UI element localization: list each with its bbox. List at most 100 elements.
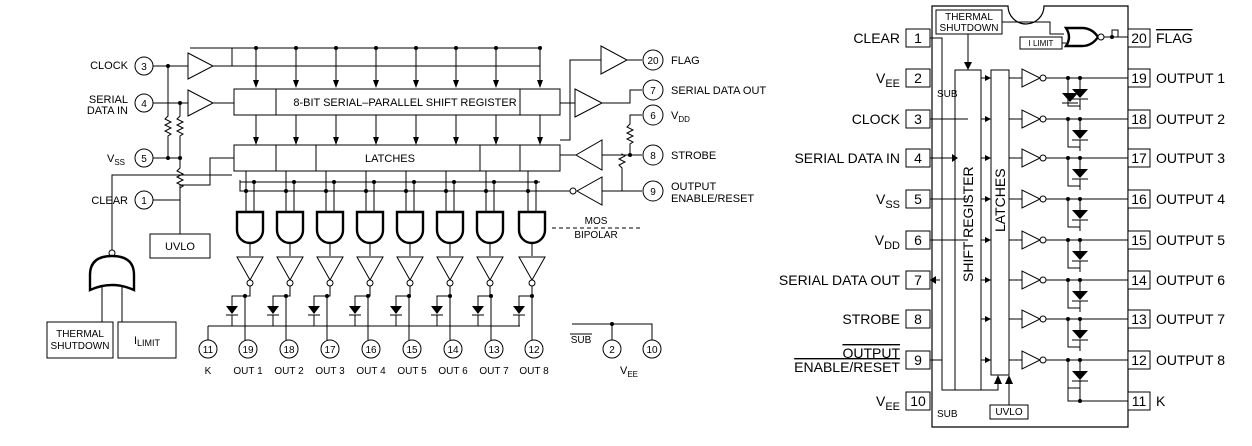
svg-text:1: 1 — [914, 30, 922, 46]
svg-text:5: 5 — [914, 191, 922, 207]
pinout-diagram: THERMAL SHUTDOWN I LIMIT SHIFT REGISTER … — [779, 5, 1225, 428]
output-inverter — [236, 256, 264, 282]
output-channel-7 — [472, 171, 505, 340]
output-inverter — [356, 256, 384, 282]
output-inverter — [396, 256, 424, 282]
svg-text:12: 12 — [528, 345, 540, 356]
svg-text:13: 13 — [488, 345, 500, 356]
output-inverter — [316, 256, 344, 282]
and-gate — [517, 210, 547, 245]
svg-text:6: 6 — [914, 232, 922, 248]
pinout-channel-3 — [981, 148, 1128, 190]
pinout-channel-4 — [981, 189, 1128, 231]
and-gate — [315, 210, 345, 245]
svg-text:8: 8 — [650, 151, 656, 162]
output-inverter — [436, 256, 464, 282]
pin-label-vdd: VDD — [671, 110, 690, 124]
sub-label-right-1: SUB — [937, 89, 958, 100]
package-pin-label: SERIAL DATA IN — [794, 150, 900, 166]
pinout-channel-7 — [981, 309, 1128, 351]
package-pin-label: OUTPUT 3 — [1156, 150, 1225, 166]
output-channel-3 — [308, 171, 345, 340]
mos-label: MOS — [585, 216, 608, 227]
package-pin-label: OUTPUT 2 — [1156, 111, 1225, 127]
ilimit-label-right: I LIMIT — [1029, 39, 1054, 48]
pinout-channel-2 — [981, 109, 1128, 151]
package-pin-label: OUTPUT — [842, 345, 900, 361]
package-pin-label: STROBE — [842, 311, 900, 327]
output-inverter — [476, 256, 504, 282]
package-pin-label: CLOCK — [852, 111, 901, 127]
pin-label-strobe: STROBE — [671, 150, 716, 162]
pin-label-enable-reset: ENABLE/RESET — [671, 193, 754, 205]
package-pin-left-5: 5 VSS — [876, 189, 931, 211]
svg-text:4: 4 — [141, 99, 147, 110]
svg-text:9: 9 — [914, 352, 922, 368]
package-pin-label: OUTPUT 4 — [1156, 191, 1225, 207]
bottom-pin-label: OUT 6 — [438, 366, 468, 377]
package-pin-right-18: 18 OUTPUT 2 — [1127, 109, 1225, 129]
svg-text:15: 15 — [1131, 232, 1147, 248]
clock-buffer — [187, 52, 215, 80]
svg-text:6: 6 — [650, 111, 656, 122]
pin-circle-5: 5 — [134, 148, 154, 168]
and-gate — [235, 210, 265, 245]
svg-text:ENABLE/RESET: ENABLE/RESET — [794, 359, 900, 375]
bottom-pin-label: OUT 8 — [519, 366, 549, 377]
pin-label-clear: CLEAR — [91, 195, 128, 207]
bottom-pin-label: OUT 5 — [397, 366, 427, 377]
svg-text:14: 14 — [1131, 272, 1147, 288]
svg-text:16: 16 — [1131, 191, 1147, 207]
package-pin-label: OUTPUT 5 — [1156, 232, 1225, 248]
svg-text:15: 15 — [406, 345, 418, 356]
svg-text:7: 7 — [650, 86, 656, 97]
pin-circle-8: 8 — [642, 144, 664, 166]
svg-text:3: 3 — [141, 62, 147, 73]
enable-buffer — [575, 176, 603, 206]
pinout-inverter — [1021, 68, 1042, 88]
package-pin-label: OUTPUT 7 — [1156, 311, 1225, 327]
pin-label-serial: SERIAL — [89, 94, 128, 106]
output-channel-4 — [349, 171, 385, 340]
pin-circle-9: 9 — [642, 180, 664, 202]
svg-text:18: 18 — [283, 345, 295, 356]
svg-text:5: 5 — [141, 154, 147, 165]
pinout-channel-1 — [981, 68, 1128, 110]
pin-label-clock: CLOCK — [90, 60, 129, 72]
bipolar-label: BIPOLAR — [574, 230, 617, 241]
package-pin-right-15: 15 OUTPUT 5 — [1127, 230, 1225, 250]
svg-text:18: 18 — [1131, 111, 1147, 127]
ilimit-label: ILIMIT — [134, 335, 161, 348]
fault-or-gate — [88, 254, 136, 292]
package-pin-label: VSS — [876, 191, 900, 211]
svg-text:12: 12 — [1131, 352, 1147, 368]
svg-text:2: 2 — [914, 70, 922, 86]
and-gate — [355, 210, 385, 245]
bottom-pin-label: OUT 3 — [315, 366, 345, 377]
package-pin-label: VEE — [876, 393, 900, 413]
package-pin-label: FLAG — [1156, 30, 1193, 46]
package-pin-right-17: 17 OUTPUT 3 — [1127, 148, 1225, 168]
package-pin-label: K — [1156, 393, 1166, 409]
svg-text:17: 17 — [1131, 150, 1147, 166]
latches-label: LATCHES — [365, 153, 415, 165]
package-pin-label: OUTPUT 8 — [1156, 352, 1225, 368]
shift-register-vertical-label: SHIFT REGISTER — [960, 166, 976, 282]
svg-text:20: 20 — [647, 56, 659, 67]
svg-text:4: 4 — [914, 150, 922, 166]
latches-vertical-label: LATCHES — [992, 168, 1008, 232]
pinout-channel-8 — [981, 350, 1128, 392]
